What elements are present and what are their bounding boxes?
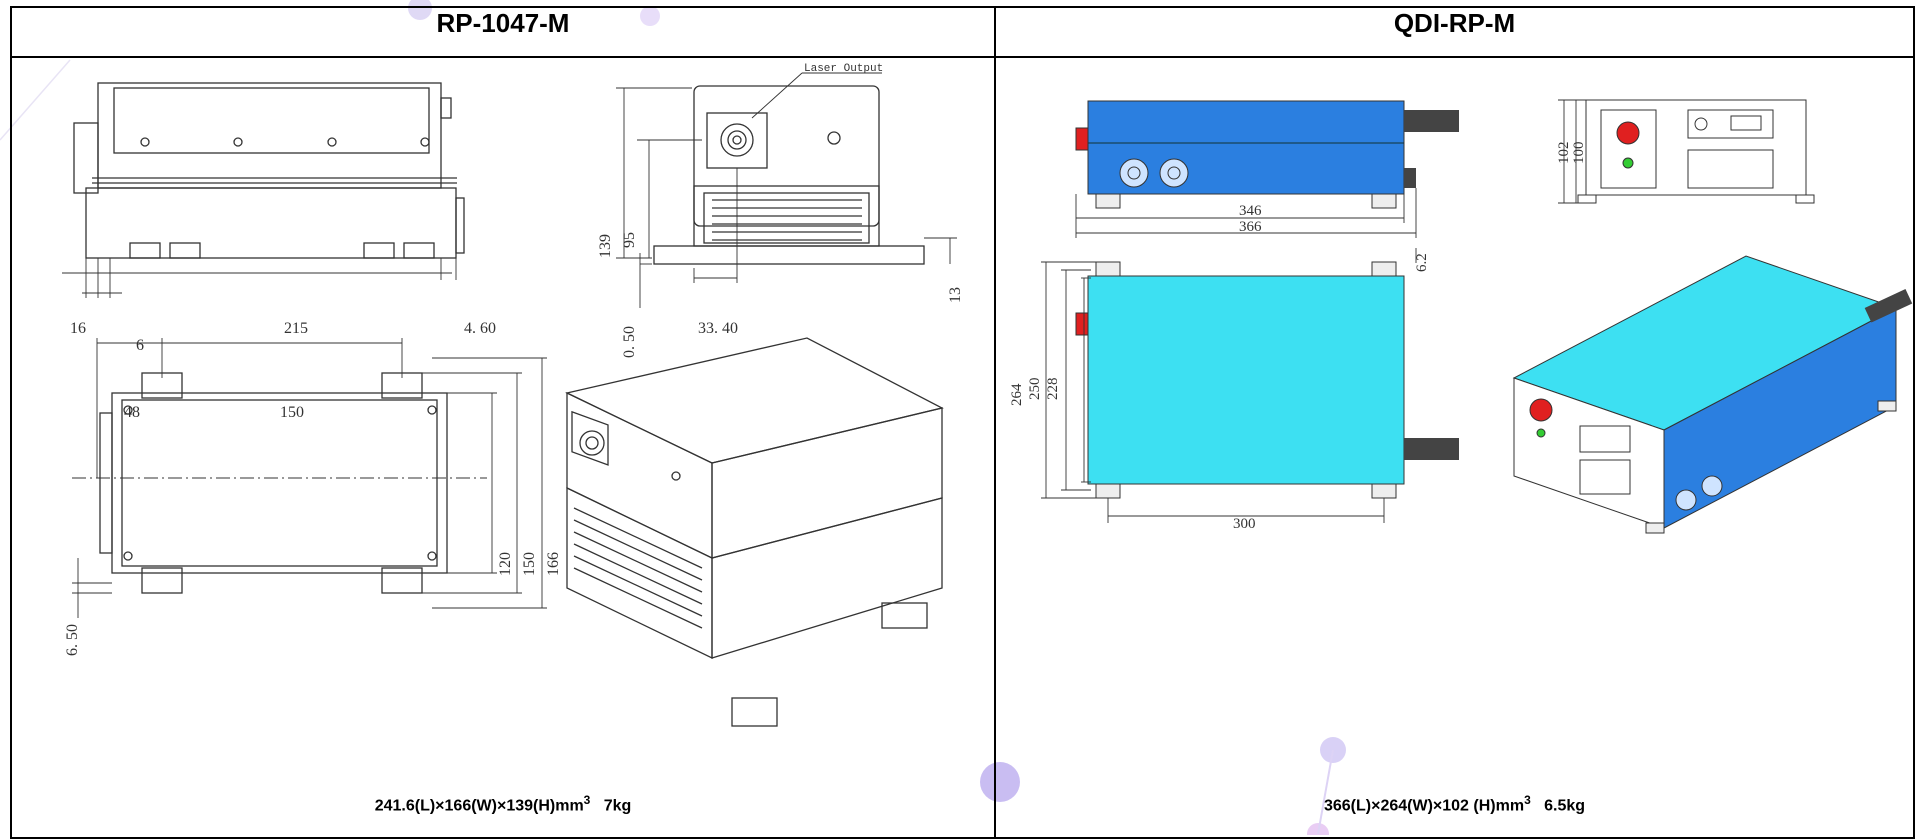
rp1047m-drawing-cell: 16 215 4. 60 6 139 95 0. 50 33. 40 13 48… (10, 56, 996, 839)
dim-366: 366 (1239, 219, 1262, 235)
dim-150-width: 150 (280, 404, 304, 421)
dim-346: 346 (1239, 203, 1262, 219)
isometric-view (565, 337, 944, 727)
spec-table: RP-1047-M QDI-RP-M (10, 6, 1915, 839)
dim-6-2: 6.2 (1414, 253, 1430, 272)
qdi-front-view (1558, 99, 1815, 204)
dim-0-50: 0. 50 (621, 326, 638, 358)
qdi-isometric-view (1512, 255, 1913, 534)
qdirpm-spec-caption: 366(L)×264(W)×102 (H)mm3 6.5kg (996, 793, 1913, 815)
side-view (62, 82, 465, 298)
dim-6-50: 6. 50 (64, 624, 81, 656)
rp1047m-spec-caption: 241.6(L)×166(W)×139(H)mm3 7kg (12, 793, 994, 815)
model-title-qdirpm: QDI-RP-M (994, 6, 1915, 58)
cubic-superscript: 3 (1524, 792, 1531, 807)
dim-250: 250 (1027, 378, 1043, 401)
dim-48: 48 (124, 404, 140, 421)
front-view (616, 72, 957, 308)
dim-300: 300 (1233, 516, 1256, 532)
qdi-side-view (1075, 100, 1459, 238)
dim-102: 102 (1556, 142, 1572, 165)
rp1047m-dimensions: 241.6(L)×166(W)×139(H)mm (374, 797, 584, 814)
dim-166: 166 (545, 552, 562, 576)
dim-16: 16 (70, 320, 86, 337)
qdirpm-dimensions: 366(L)×264(W)×102 (H)mm (1323, 797, 1525, 814)
qdi-top-view (1041, 248, 1459, 523)
model-title-rp1047m: RP-1047-M (10, 6, 996, 58)
dim-228: 228 (1045, 378, 1061, 401)
dim-120: 120 (497, 552, 514, 576)
dim-215: 215 (284, 320, 308, 337)
dim-6: 6 (136, 337, 144, 354)
dim-33-40: 33. 40 (698, 320, 738, 337)
dim-4-60: 4. 60 (464, 320, 496, 337)
dim-100: 100 (1571, 142, 1587, 165)
dim-13: 13 (947, 287, 964, 303)
cubic-superscript: 3 (583, 792, 591, 807)
dim-95: 95 (621, 232, 638, 248)
top-view (72, 338, 547, 618)
dim-264: 264 (1009, 383, 1025, 406)
laser-output-callout: Laser Output (804, 63, 883, 75)
rp1047m-technical-drawing: 16 215 4. 60 6 139 95 0. 50 33. 40 13 48… (62, 63, 964, 727)
rp1047m-weight: 7kg (603, 797, 632, 814)
qdirpm-weight: 6.5kg (1544, 797, 1586, 814)
qdirpm-technical-drawing: 346 366 102 100 6.2 264 250 228 300 (1009, 99, 1913, 534)
dim-150-height: 150 (521, 552, 538, 576)
dim-139: 139 (597, 234, 614, 258)
qdirpm-drawing-cell: 346 366 102 100 6.2 264 250 228 300 366(… (994, 56, 1915, 839)
